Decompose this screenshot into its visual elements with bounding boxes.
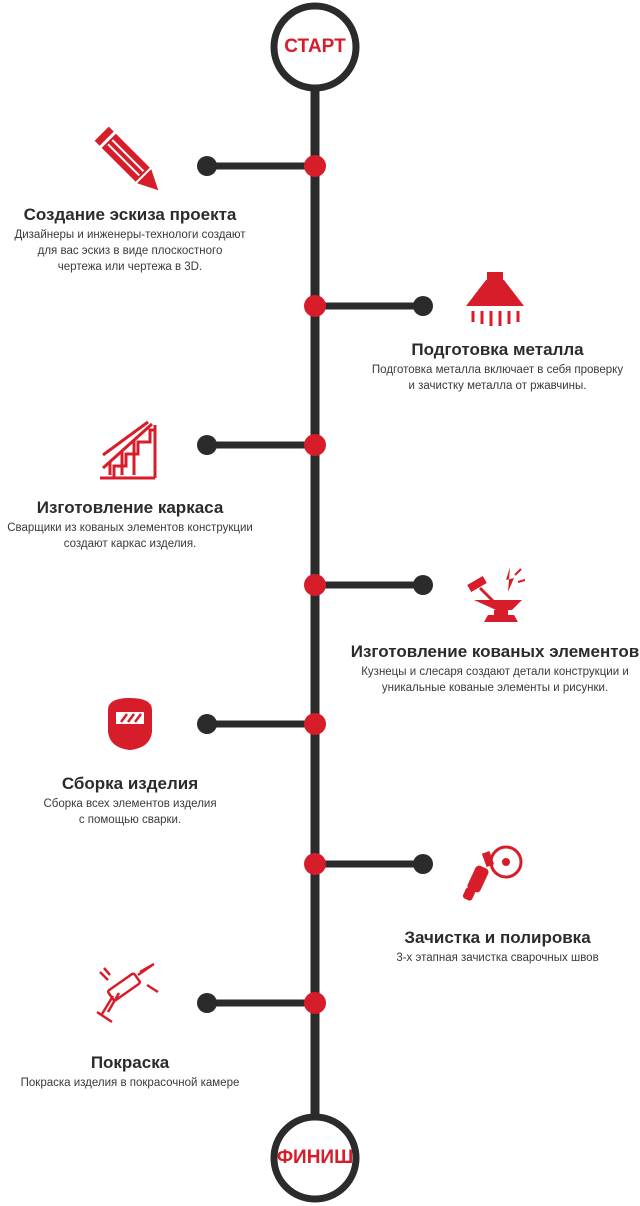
step-description: Сборка всех элементов изделия с помощью …	[43, 798, 217, 826]
step-title: Подготовка металла	[411, 340, 584, 359]
branch-end-dot	[197, 714, 217, 734]
welding-mask-icon	[108, 698, 152, 750]
timeline-node	[304, 853, 326, 875]
step-description: 3-х этапная зачистка сварочных швов	[396, 952, 599, 964]
step-description: Сварщики из кованых элементов конструкци…	[7, 522, 253, 550]
branch-end-dot	[413, 854, 433, 874]
step-title: Покраска	[90, 1053, 170, 1072]
timeline-node	[304, 992, 326, 1014]
step-title: Сборка изделия	[61, 774, 199, 793]
step-title: Изготовление каркаса	[36, 498, 224, 517]
branch-end-dot	[197, 993, 217, 1013]
timeline-node	[304, 295, 326, 317]
timeline-node	[304, 713, 326, 735]
timeline-node	[304, 574, 326, 596]
step-title: Зачистка и полировка	[404, 928, 591, 947]
timeline-node	[304, 434, 326, 456]
finish-circle	[270, 1113, 360, 1203]
stairs-icon	[100, 420, 157, 480]
step-title: Создание эскиза проекта	[23, 205, 237, 224]
step-description: Покраска изделия в покрасочной камере	[20, 1077, 240, 1089]
branch-end-dot	[413, 296, 433, 316]
timeline-node	[304, 155, 326, 177]
start-label: СТАРТ	[284, 36, 346, 57]
step-title: Изготовление кованых элементов	[350, 642, 640, 661]
pencil-icon	[94, 126, 159, 191]
branch-end-dot	[197, 156, 217, 176]
step-description: Подготовка металла включает в себя прове…	[371, 364, 624, 392]
angle-grinder-icon	[462, 845, 523, 901]
metal-hood-icon	[466, 272, 524, 326]
branch-end-dot	[197, 435, 217, 455]
spray-gun-icon	[96, 962, 159, 1024]
start-circle	[270, 2, 360, 92]
step-description: Кузнецы и слесаря создают детали констру…	[361, 666, 629, 694]
finish-label: ФИНИШ	[276, 1147, 354, 1168]
step-description: Дизайнеры и инженеры-технологи создают д…	[14, 229, 246, 273]
branch-end-dot	[413, 575, 433, 595]
anvil-hammer-icon	[467, 567, 526, 622]
